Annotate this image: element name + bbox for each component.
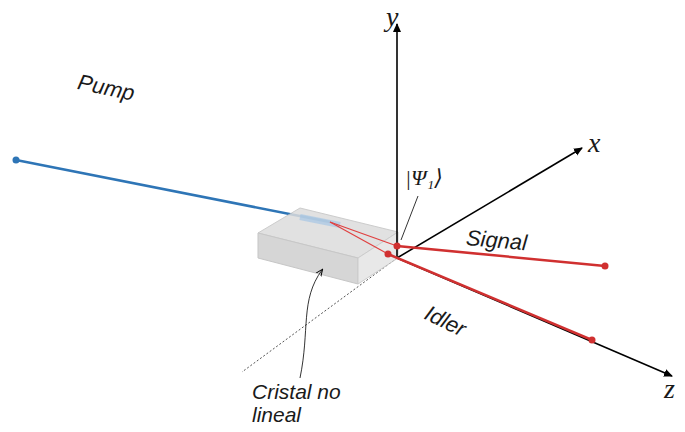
beam-label: Idler bbox=[421, 301, 470, 342]
axis-label: y bbox=[386, 2, 398, 33]
axis-label: z bbox=[664, 374, 675, 405]
dotted-guide bbox=[242, 258, 397, 372]
axis-label: x bbox=[588, 128, 600, 159]
crystal-label: Cristal no lineal bbox=[252, 380, 392, 426]
nonlinear-crystal bbox=[258, 208, 398, 284]
leader-line bbox=[300, 270, 322, 378]
beam-label: Signal bbox=[465, 226, 528, 255]
down-converted-beam bbox=[330, 222, 388, 254]
pump-source bbox=[13, 157, 20, 164]
y-axis bbox=[396, 24, 398, 258]
down-converted-beam bbox=[330, 222, 397, 246]
pump-beam bbox=[16, 160, 330, 222]
x-axis bbox=[397, 148, 582, 258]
beam-label: Pump bbox=[75, 70, 136, 106]
idler-beam bbox=[388, 254, 592, 340]
leader-line bbox=[401, 196, 418, 240]
state-label: |Ψ₁⟩ bbox=[405, 166, 443, 190]
